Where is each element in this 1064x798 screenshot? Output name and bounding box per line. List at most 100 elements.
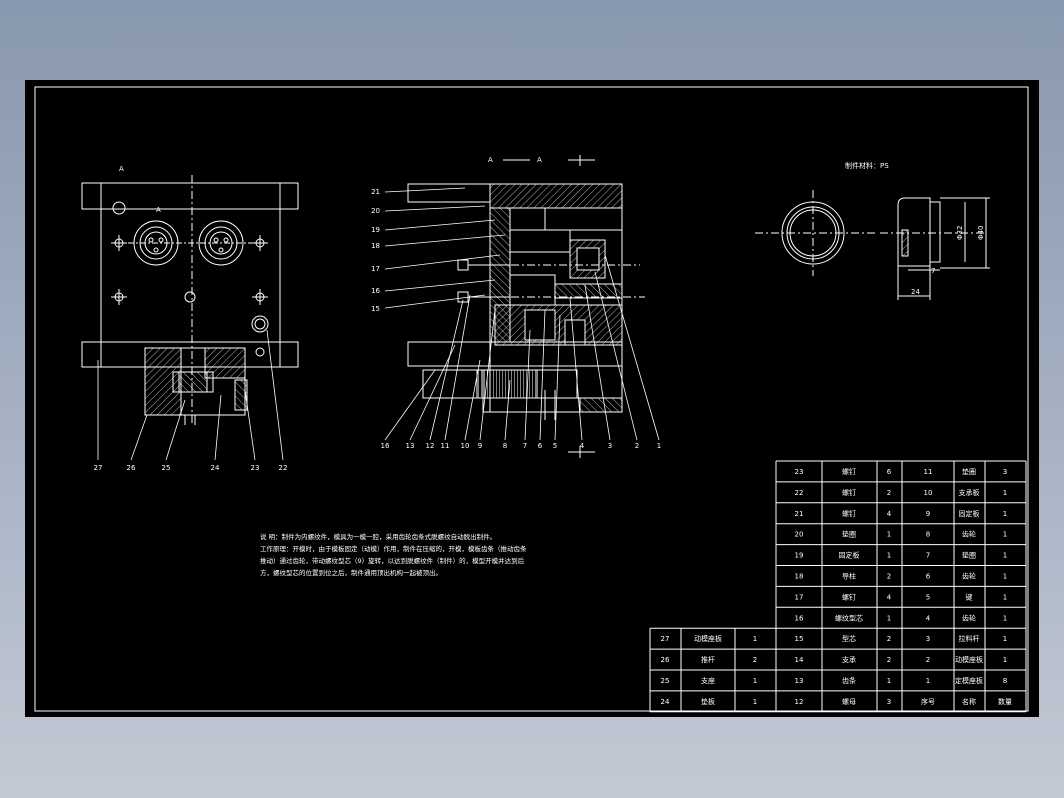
bom-cell: 固定板 [839,551,860,560]
bom-cell: 11 [924,468,933,476]
bom-cell: 22 [795,489,804,497]
bom-cell: 5 [926,593,930,601]
section-label-left: A [488,156,493,164]
bom-cell: 1 [887,614,891,622]
bom-cell: 定模座板 [955,676,983,685]
bom-cell: 1 [1003,573,1007,581]
bom-cell: 型芯 [842,634,856,643]
bom-cell: 1 [753,635,757,643]
bom-cell: 1 [1003,593,1007,601]
callout-label: 13 [406,442,415,450]
bom-cell: 8 [926,531,930,539]
callout-label: 22 [279,464,288,472]
callout-label: 4 [580,442,585,450]
bom-cell: 17 [795,593,804,601]
bom-cell: 26 [661,656,670,664]
bom-cell: 8 [1003,677,1007,685]
bom-cell: 4 [887,593,892,601]
part-title: 制件材料：PS [845,161,889,170]
bom-cell: 20 [795,531,804,539]
callout-label: 17 [371,265,380,273]
bom-cell: 1 [1003,552,1007,560]
bom-cell: 25 [661,677,670,685]
bom-cell: 24 [661,698,670,706]
bom-cell: 1 [1003,489,1007,497]
dim-dia-1: Φ32 [956,226,964,240]
callout-label: 25 [162,464,171,472]
callout-label: 11 [441,442,450,450]
bom-cell: 4 [926,614,931,622]
bom-cell: 螺钉 [842,509,856,518]
bom-cell: 数量 [998,697,1012,706]
bom-cell: 支座 [701,676,715,685]
bom-cell: 1 [753,698,757,706]
bom-cell: 6 [926,573,931,581]
callout-label: 23 [251,464,260,472]
technical-notes: 说 明：制件为内螺纹件，模具为一模一腔，采用齿轮齿条式脱螺纹自动脱出制件。 工作… [260,532,527,577]
dim-height: 24 [911,288,920,296]
cad-drawing: A A A A [34,86,1029,713]
bom-cell: 键 [966,592,973,601]
callout-label: 18 [371,242,380,250]
bom-cell: 螺纹型芯 [835,613,863,622]
dim-dia-2: Φ40 [977,226,985,240]
bom-cell: 导柱 [842,572,856,581]
bom-cell: 3 [887,698,891,706]
bom-cell: 23 [795,468,804,476]
bom-cell: 19 [795,552,804,560]
bom-cell: 13 [795,677,804,685]
note-line: 说 明：制件为内螺纹件，模具为一模一腔，采用齿轮齿条式脱螺纹自动脱出制件。 [260,532,496,541]
bom-cell: 2 [887,635,891,643]
bom-cell: 18 [795,573,804,581]
bom-cell: 序号 [921,697,935,706]
note-line: 方，螺纹型芯的位置到位之后，制件通用顶出机构一起被顶出。 [260,568,442,577]
note-line: 推动）通过齿轮，带动螺纹型芯（9）旋转，以达到脱螺纹件（制件）的，模型开模并达到… [260,556,525,565]
callout-label: 1 [657,442,661,450]
bom-cell: 1 [753,677,757,685]
callout-label: 21 [371,188,380,196]
callout-label: 19 [371,226,380,234]
section-mark-top: A [119,165,124,173]
bom-cell: 27 [661,635,670,643]
bom-cell: 1 [1003,614,1007,622]
bom-cell: 6 [887,468,892,476]
bom-cell: 推杆 [701,655,715,664]
bom-cell: 齿轮 [962,613,976,622]
bom-cell: 1 [887,677,891,685]
section-label-right: A [537,156,542,164]
bom-cell: 2 [887,489,891,497]
bom-cell: 垫圈 [962,551,976,560]
part-view [755,190,990,300]
bom-cell: 15 [795,635,804,643]
callout-label: 9 [478,442,482,450]
bom-cell: 螺钉 [842,592,856,601]
bom-cell: 4 [887,510,892,518]
bom-cell: 2 [926,656,930,664]
callout-label: 24 [211,464,220,472]
callout-label: 3 [608,442,612,450]
section-mark-mid: A [156,206,161,214]
callout-label: 16 [381,442,390,450]
left-view [81,175,299,425]
callout-label: 5 [553,442,557,450]
bom-cell: 齿条 [842,676,856,685]
bom-cell: 拉料杆 [959,634,980,643]
bom-cell: 螺钉 [842,488,856,497]
bom-cell: 1 [926,677,930,685]
bom-cell: 1 [887,552,891,560]
callout-label: 26 [127,464,136,472]
bom-cell: 2 [887,656,891,664]
bom-cell: 垫圈 [842,530,856,539]
callout-label: 15 [371,305,380,313]
bom-cell: 垫板 [701,697,715,706]
bom-cell: 动模座板 [955,655,983,664]
callout-label: 6 [538,442,543,450]
bom-cell: 1 [1003,656,1007,664]
drawing-canvas: A A A A [25,80,1039,717]
bom-cell: 螺母 [842,697,856,706]
callout-label: 12 [426,442,435,450]
bom-cell: 支承板 [959,488,980,497]
bom-cell: 7 [926,552,930,560]
